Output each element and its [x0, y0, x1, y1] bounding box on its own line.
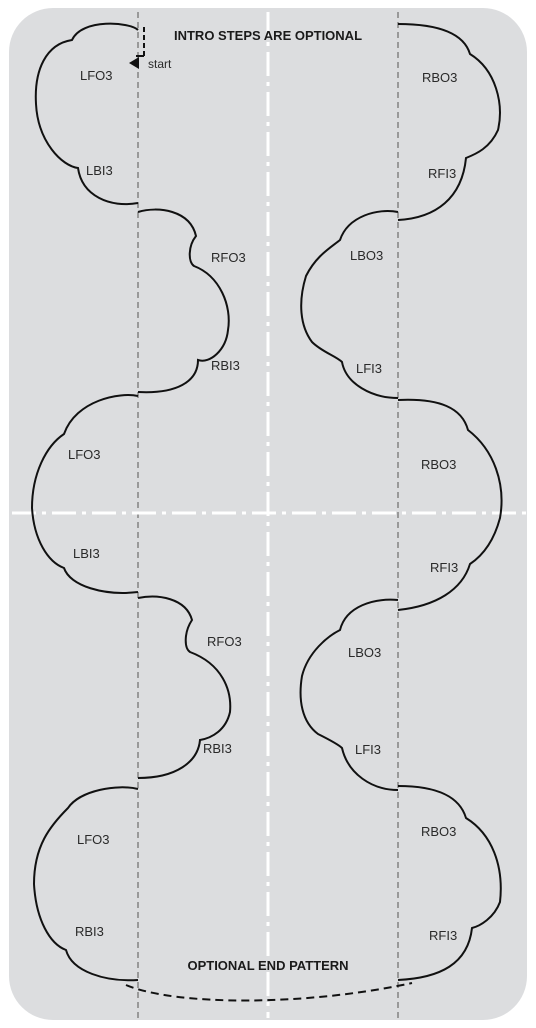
edge-label: RFO3	[211, 250, 246, 265]
edge-label: LFI3	[355, 742, 381, 757]
edge-label: LBI3	[73, 546, 100, 561]
optional-end-arc	[125, 982, 413, 1002]
edge-label: RFI3	[430, 560, 458, 575]
edge-label: RBI3	[203, 741, 232, 756]
edge-label: RBI3	[211, 358, 240, 373]
edge-lobe-right-1	[397, 23, 501, 221]
edge-label: RFO3	[207, 634, 242, 649]
edge-label: LFO3	[68, 447, 101, 462]
edge-lobe-mid-left-1	[137, 208, 230, 394]
edge-label: LFO3	[80, 68, 113, 83]
edge-label: RBO3	[421, 457, 456, 472]
edge-lobe-left-1	[34, 22, 139, 205]
edge-label: LBO3	[350, 248, 383, 263]
edge-lobe-right-3	[397, 785, 502, 981]
edge-label: RFI3	[429, 928, 457, 943]
edge-lobe-mid-left-2	[137, 595, 232, 779]
edge-label: LBO3	[348, 645, 381, 660]
edge-label: LFI3	[356, 361, 382, 376]
edge-lobe-mid-right-1	[300, 210, 399, 399]
intro-note: INTRO STEPS ARE OPTIONAL	[174, 28, 362, 43]
edge-label: LFO3	[77, 832, 110, 847]
edge-lobe-left-3	[32, 786, 139, 982]
edge-lobe-right-2	[397, 398, 503, 611]
edge-label: RBO3	[422, 70, 457, 85]
edge-label: RFI3	[428, 166, 456, 181]
edge-label: LBI3	[86, 163, 113, 178]
start-label: start	[148, 57, 172, 71]
edge-label: RBO3	[421, 824, 456, 839]
optional-end-note: OPTIONAL END PATTERN	[187, 958, 348, 973]
start-arrow-icon	[129, 57, 139, 69]
edge-label: RBI3	[75, 924, 104, 939]
edge-lobe-mid-right-2	[299, 598, 399, 791]
edge-lobe-left-2	[30, 394, 139, 594]
